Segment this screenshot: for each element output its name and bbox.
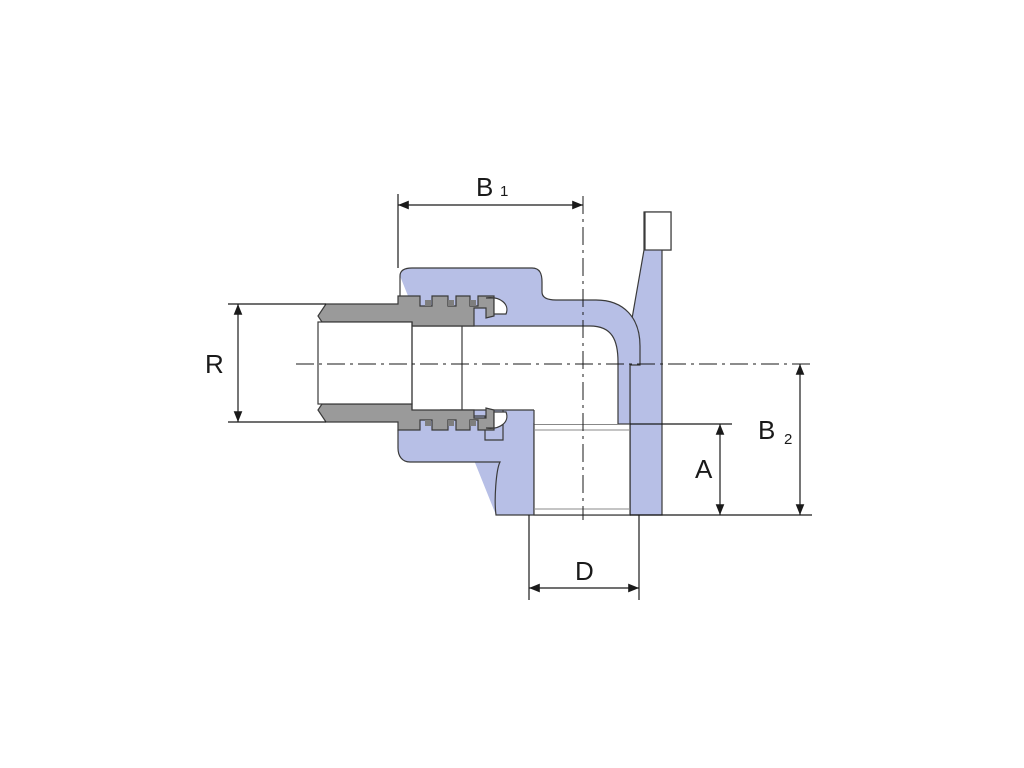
fitting-body [397,211,672,516]
a-label: A [695,454,713,484]
threaded-insert [317,295,508,431]
outlet-bore [533,423,631,516]
outlet-thread [534,429,630,510]
d-label: D [575,556,594,586]
dimension-b1: B 1 [397,172,583,268]
r-label: R [205,349,224,379]
b1-subscript: 1 [500,183,508,200]
dimension-d: D [528,515,640,600]
o-ring-marks [425,300,476,426]
centre-lines [296,196,812,520]
b2-label: B [758,415,775,445]
b2-subscript: 2 [784,431,792,448]
horizontal-bore [412,326,618,424]
dimension-r: R [205,303,326,423]
mounting-plate-slot [644,211,672,251]
upper-pocket [485,297,508,315]
b1-label: B [476,172,493,202]
dimension-a: A [630,423,732,515]
dimension-b2: B 2 [630,364,812,516]
lower-pocket [485,411,508,429]
insert-bore [317,321,413,405]
